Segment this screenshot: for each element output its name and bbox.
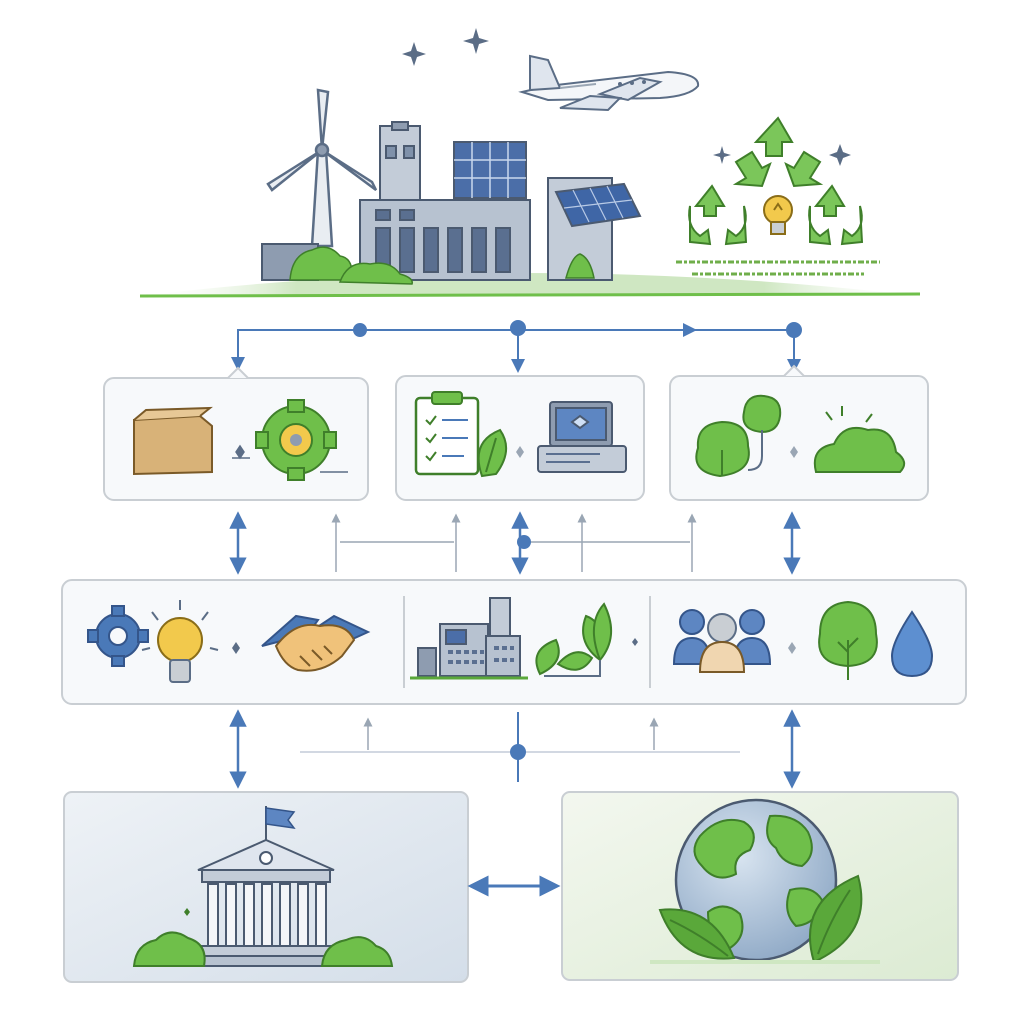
bush-icon [132,931,394,967]
divider-sparkle [788,642,796,654]
handshake-icon [261,614,371,672]
airplane-icon [518,54,700,112]
bush-icon [289,246,595,285]
plant-icon [535,602,612,677]
divider-sparkle [232,642,240,654]
top-connector [231,320,802,373]
divider-sparkle [232,444,250,460]
factory-icon [410,597,528,680]
middle-connector-2 [229,709,801,789]
card-planet [561,791,959,981]
caption-texture [676,260,880,276]
middle-connector-1 [229,511,801,575]
row-3 [63,791,959,983]
lightbulb-icon [763,195,793,235]
sparkle-icon [402,28,851,166]
ground-line [139,292,921,298]
header-scene [139,28,921,298]
lightbulb-icon [141,600,219,683]
tree-icon [818,600,878,680]
computer-icon [537,401,627,473]
gear-icon [255,399,337,481]
header-caption [676,260,880,276]
divider-sparkle [790,446,798,458]
checklist-icon [414,391,480,476]
sparkle-icon [184,908,190,916]
card-nature [669,364,929,501]
bush-icon [813,406,906,473]
row-2 [61,579,967,705]
wind-turbine-icon [266,88,378,248]
gear-icon [87,605,149,667]
card-institution [63,791,469,983]
water-drop-icon [890,610,934,678]
divider-sparkle [632,638,638,646]
recycle-icon [688,116,864,246]
card-operations [395,375,645,501]
globe-icon [674,798,838,962]
box-icon [133,406,213,476]
row-1 [103,364,929,501]
tree-icon [695,394,782,478]
leaf-icon [477,428,507,478]
people-icon [672,609,772,673]
divider-sparkle [516,446,524,458]
card-supply [103,366,369,501]
solar-building-icon [547,177,642,281]
